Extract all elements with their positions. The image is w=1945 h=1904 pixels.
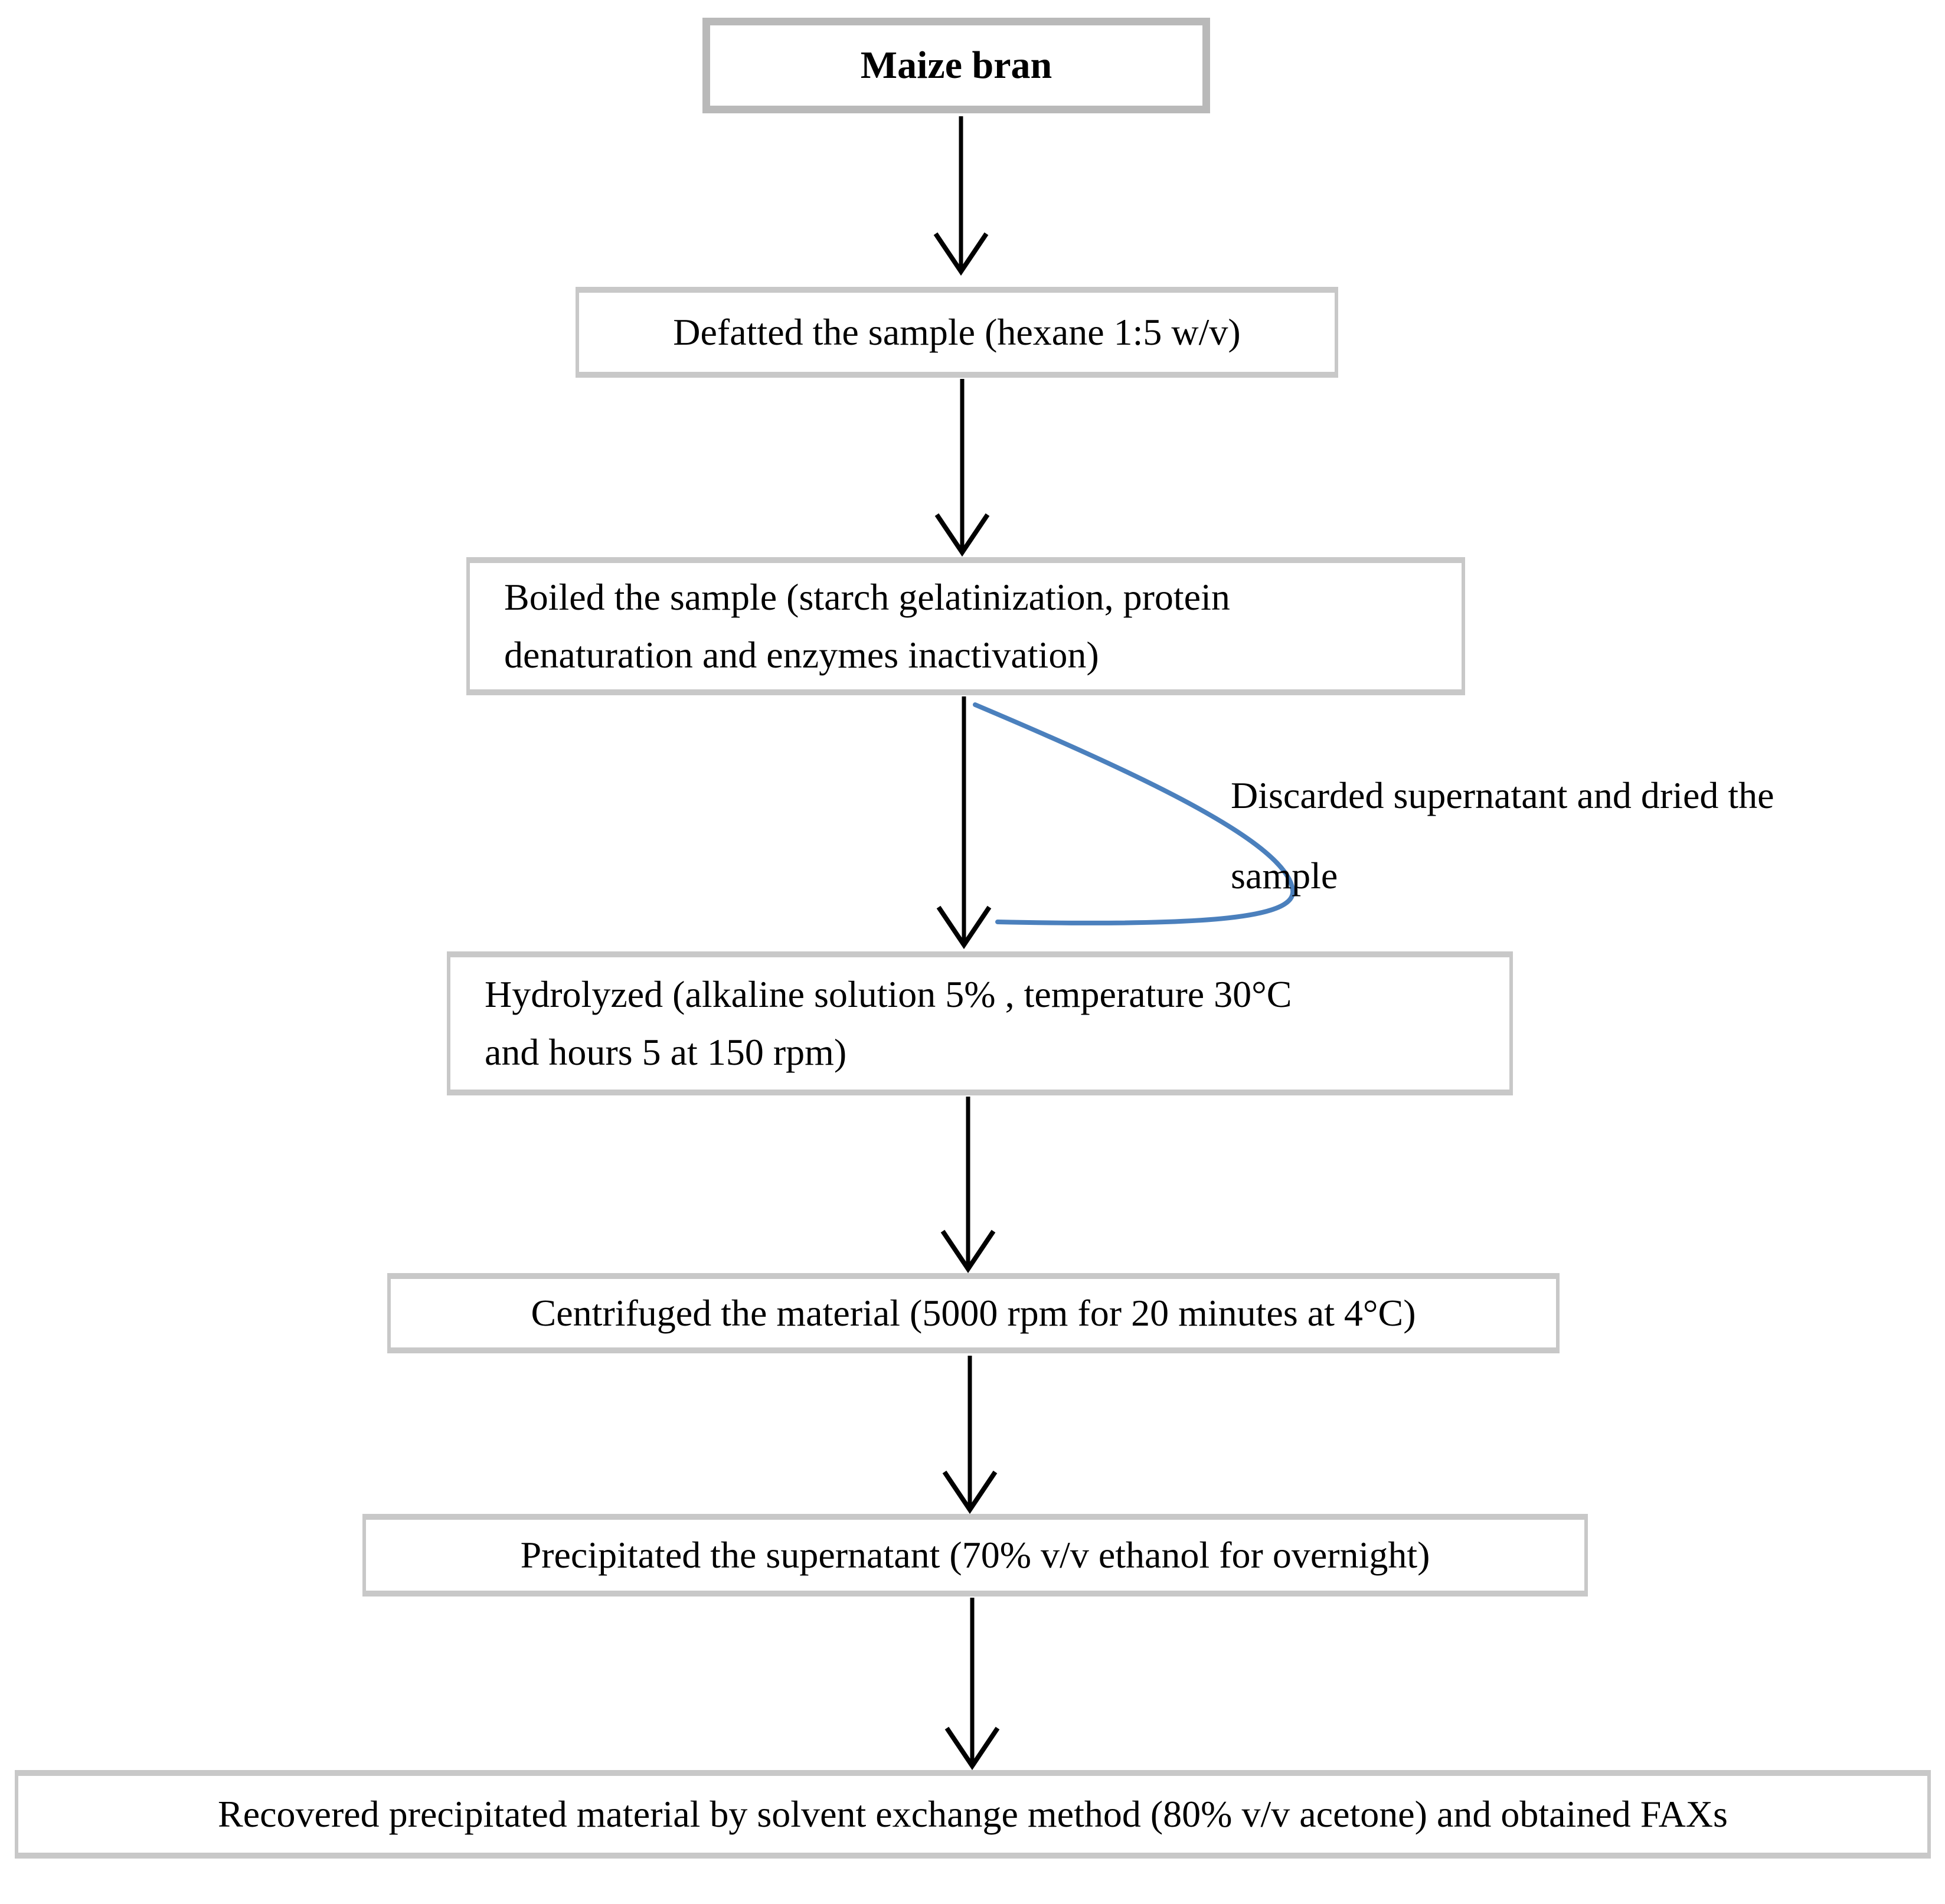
node-boiled: Boiled the sample (starch gelatinization… [466,557,1465,695]
flow-arrow-5 [942,1356,998,1514]
node-defatted: Defatted the sample (hexane 1:5 w/v) [576,287,1338,378]
flow-arrow-2-head [934,513,990,557]
flow-arrow-1 [933,116,989,276]
flow-arrow-6 [944,1598,1000,1771]
flow-arrow-4 [940,1097,996,1274]
node-precipitated-label: Precipitated the supernatant (70% v/v et… [520,1534,1430,1576]
flow-arrow-3-head [936,905,992,950]
flow-arrow-6-head [944,1726,1000,1771]
node-recovered-label: Recovered precipitated material by solve… [218,1793,1728,1835]
flow-arrow-5-head [942,1470,998,1514]
flow-arrow-3 [936,696,992,950]
node-maize-bran-label: Maize bran [860,44,1052,87]
node-precipitated: Precipitated the supernatant (70% v/v et… [362,1514,1588,1597]
flow-arrow-1-head [933,232,989,276]
node-defatted-label: Defatted the sample (hexane 1:5 w/v) [673,311,1241,353]
node-hydrolyzed-label: Hydrolyzed (alkaline solution 5% , tempe… [485,973,1292,1073]
node-centrifuged: Centrifuged the material (5000 rpm for 2… [387,1273,1560,1353]
flow-arrow-4-head [940,1229,996,1274]
node-hydrolyzed: Hydrolyzed (alkaline solution 5% , tempe… [447,951,1513,1095]
node-maize-bran: Maize bran [702,18,1210,113]
flow-arrow-2 [934,379,990,557]
discard-note: Discarded supernatant and dried the samp… [1231,774,1774,897]
node-recovered: Recovered precipitated material by solve… [15,1770,1931,1859]
node-centrifuged-label: Centrifuged the material (5000 rpm for 2… [531,1292,1416,1334]
node-boiled-label: Boiled the sample (starch gelatinization… [504,576,1230,676]
